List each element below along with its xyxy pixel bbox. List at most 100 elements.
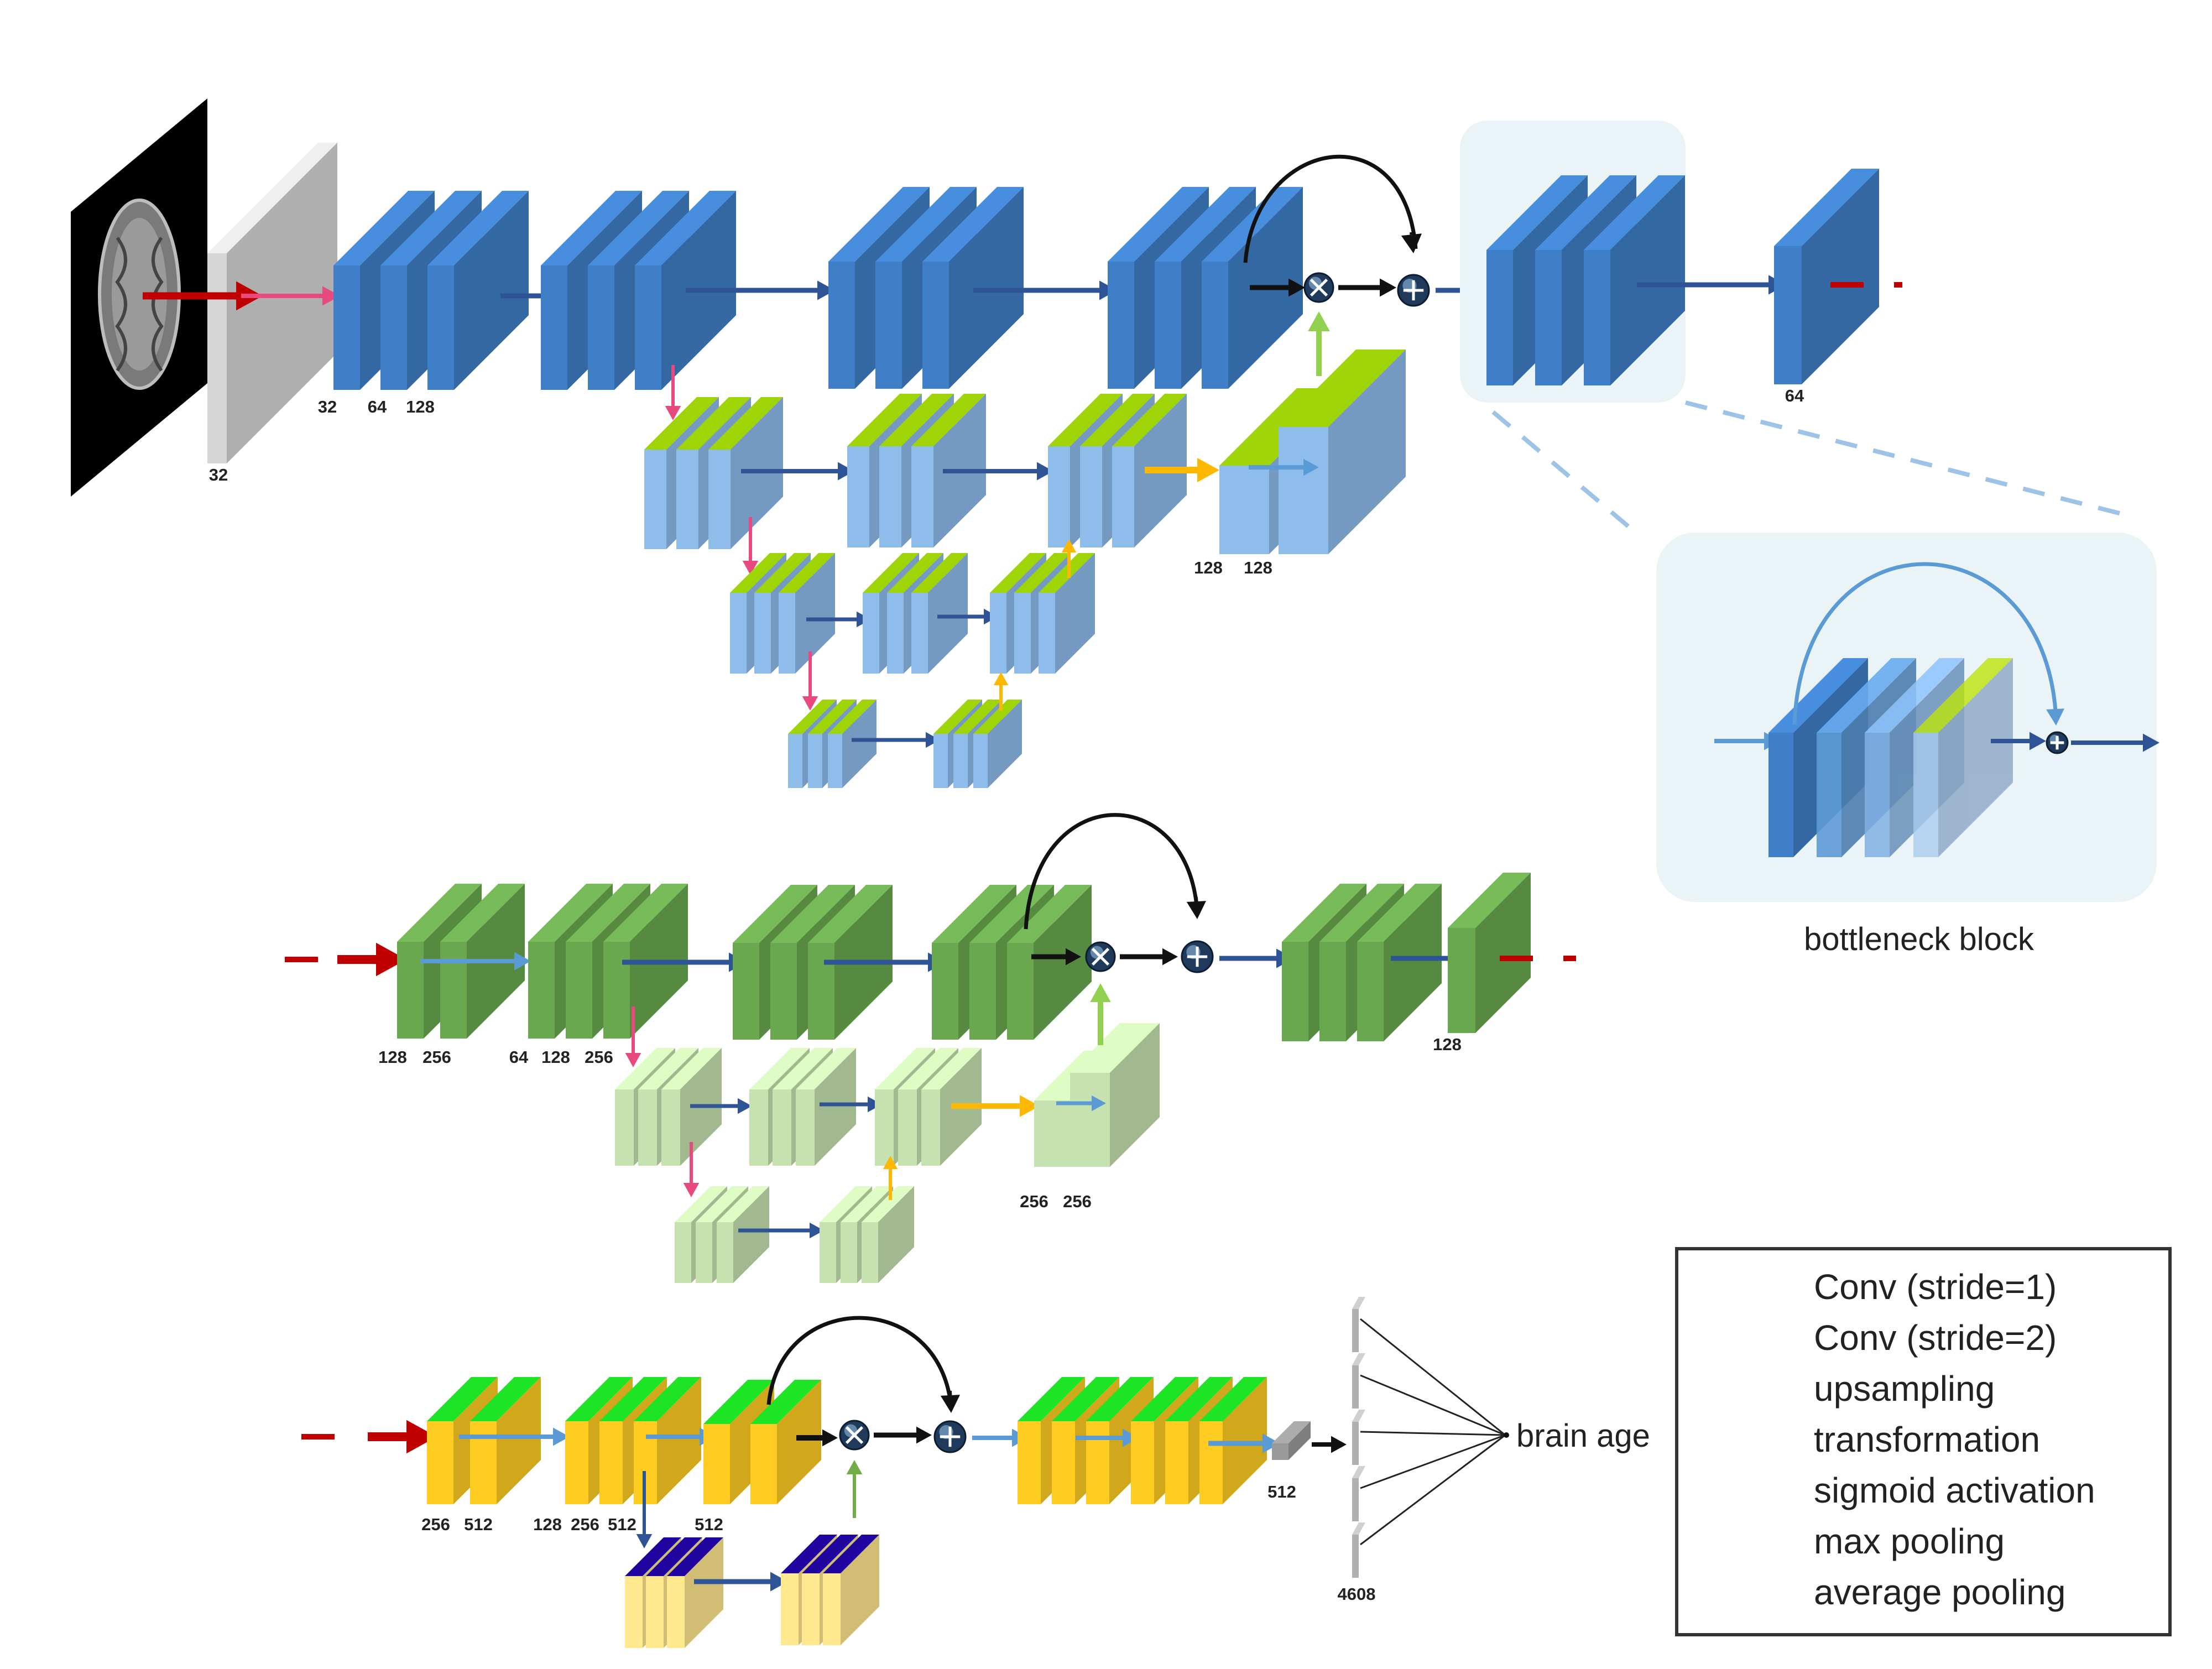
- row2-block1-label-1: 128: [378, 1047, 407, 1067]
- row1-block3-map-1-front: [828, 262, 855, 389]
- row2-output-map-side: [1475, 873, 1531, 1033]
- row3-branch-b-map-2-top: [802, 1535, 858, 1573]
- row1-branch2-c-map-1-top: [990, 553, 1046, 593]
- row3-branch-a-map-3-side: [685, 1537, 723, 1648]
- row1-branch1-conv-2-head: [1037, 462, 1053, 481]
- row2-block4-map-2-top: [969, 885, 1054, 943]
- row2-skip-curve: [1024, 813, 1199, 930]
- row1-output-map-top: [1774, 169, 1879, 246]
- row2-block2-label-1: 64: [509, 1047, 529, 1067]
- row3-block1-label-1: 256: [421, 1515, 450, 1534]
- row2-block3-map-1-top: [733, 885, 817, 943]
- row2-transform-2-head: [1162, 948, 1178, 966]
- row1-branch3-a-map-2-top: [808, 700, 857, 734]
- row3-block1-label-2: 512: [464, 1515, 493, 1534]
- row1-output-map-side: [1802, 169, 1879, 384]
- row2-branch1-c-map-1-front: [875, 1089, 894, 1166]
- row3-fc-unit-1: [1352, 1309, 1359, 1352]
- row1-branch2-b-map-3-side: [928, 553, 968, 674]
- row1-branch3-a-map-3-side: [842, 700, 877, 788]
- row1-block5-map-2-front: [1535, 250, 1562, 385]
- row1-block3-map-1-top: [828, 187, 930, 262]
- row2-branch2-a-map-3: [717, 1186, 769, 1283]
- row3-sigmoid-up: [846, 1460, 863, 1518]
- row2-branch1-b-map-3-side: [815, 1048, 856, 1166]
- row2-block4-map-3-side: [1034, 885, 1092, 1040]
- row1-skip-map-2-front: [1279, 427, 1328, 554]
- bottleneck-mid-arrow: [1991, 732, 2046, 750]
- row2-skip-map-1-front: [1034, 1101, 1074, 1167]
- row1-branch2-b-map-1-front: [863, 593, 879, 674]
- row3-branch-a-map-3-front: [667, 1576, 685, 1648]
- row1-branch1-c-map-1-top: [1048, 394, 1123, 446]
- row2-maxpool-down-2: [683, 1142, 700, 1197]
- row2-branch2-a-map-3-front: [717, 1222, 733, 1283]
- row1-maxpool-arrow: [241, 286, 340, 306]
- row2-skip-map-2-top: [1070, 1023, 1160, 1073]
- row1-output-label: 64: [1785, 386, 1804, 405]
- row3-block5-map-2-front: [1165, 1421, 1188, 1504]
- row2-branch1-b-map-2-front: [773, 1089, 791, 1166]
- row3-branch-a-map-3-top: [667, 1537, 723, 1576]
- row2-skip-map-2-front: [1070, 1073, 1110, 1167]
- row2-branch1-a-map-3-front: [661, 1089, 680, 1166]
- row1-block3-map-2-front: [875, 262, 902, 389]
- legend: Conv (stride=1) Conv (stride=2) upsampli…: [1675, 1247, 2172, 1636]
- row2-block2-label-3: 256: [585, 1047, 613, 1067]
- row2-block4-map-3-front: [1007, 943, 1034, 1040]
- row2-add-op: [1181, 940, 1214, 973]
- row1-branch3-a-map-2-front: [808, 734, 822, 788]
- row3-branch-b-map-1-front: [781, 1573, 799, 1645]
- row2-transform-1: [1031, 948, 1081, 966]
- row2-skip-head: [1186, 896, 1206, 919]
- row2-transform-1-head: [1066, 948, 1081, 966]
- row3-fc-unit-4-top: [1352, 1466, 1365, 1478]
- row3-skip-curve: [766, 1316, 953, 1408]
- row2-block2-map-3-top: [603, 884, 688, 942]
- row2-branch1-conv-1: [690, 1098, 752, 1114]
- row3-block4-map-2-front: [1052, 1421, 1075, 1504]
- row3-branch-a-map-1-top: [625, 1537, 681, 1576]
- row1-branch2-b-map-3-top: [911, 553, 968, 593]
- row1-upsample-2-head: [1061, 539, 1077, 552]
- row3-fc-unit-5-top: [1352, 1522, 1365, 1535]
- row3-fc-line-2: [1360, 1374, 1506, 1436]
- row3-conv-down-head: [636, 1534, 653, 1548]
- row3-block5-map-3-top: [1199, 1377, 1267, 1421]
- row1-branch2-a-map-1-top: [730, 553, 786, 593]
- row2-maxpool-down-1-head: [625, 1053, 641, 1067]
- row2-branch1-c-map-1-top: [875, 1048, 935, 1089]
- row1-branch1-c-map-3-front: [1112, 446, 1134, 547]
- row2-branch2-b-map-1-top: [820, 1186, 872, 1222]
- row1-branch3-b-map-3-top: [973, 700, 1022, 734]
- row1-block2-map-1-top: [541, 191, 642, 265]
- row1-block3-map-3-front: [922, 262, 949, 389]
- row3-output-node: [1504, 1432, 1509, 1438]
- row3-fc-label: 4608: [1338, 1584, 1376, 1604]
- row3-fc-unit-3: [1352, 1422, 1359, 1465]
- row1-maxpool-down-2-head: [742, 561, 759, 575]
- row1-block5-map-2-top: [1535, 175, 1636, 250]
- row2-branch2-b-map-3: [862, 1186, 914, 1283]
- row1-upsample-3-head: [993, 672, 1009, 685]
- row2-block3-map-1-front: [733, 943, 759, 1040]
- row2-branch2-a-map-2-front: [696, 1222, 712, 1283]
- row3-block4-map-2-top: [1052, 1377, 1119, 1421]
- row2-block1-label-2: 256: [422, 1047, 451, 1067]
- row2-branch1-c-map-2-top: [898, 1048, 958, 1089]
- row1-block5-map-3: [1584, 175, 1685, 385]
- row2-branch1-a-map-2-front: [638, 1089, 657, 1166]
- row3-avgpool: [459, 1427, 570, 1446]
- row1-block2-map-2-front: [588, 265, 614, 390]
- row1-skip-map-2-top: [1279, 350, 1406, 427]
- row1-block3-map-2-top: [875, 187, 977, 262]
- row3-fc-unit-1-top: [1352, 1297, 1365, 1309]
- row3-skip-head-head: [940, 1395, 960, 1413]
- row2-branch2-a-map-3-side: [733, 1186, 769, 1283]
- bottleneck-map-4-side: [1938, 658, 2013, 857]
- row1-conv-2-head: [817, 280, 835, 300]
- row1-branch2-c-map-1-front: [990, 593, 1006, 674]
- row1-branch3-conv-head: [926, 732, 940, 748]
- row2-branch1-b-map-1-front: [749, 1089, 768, 1166]
